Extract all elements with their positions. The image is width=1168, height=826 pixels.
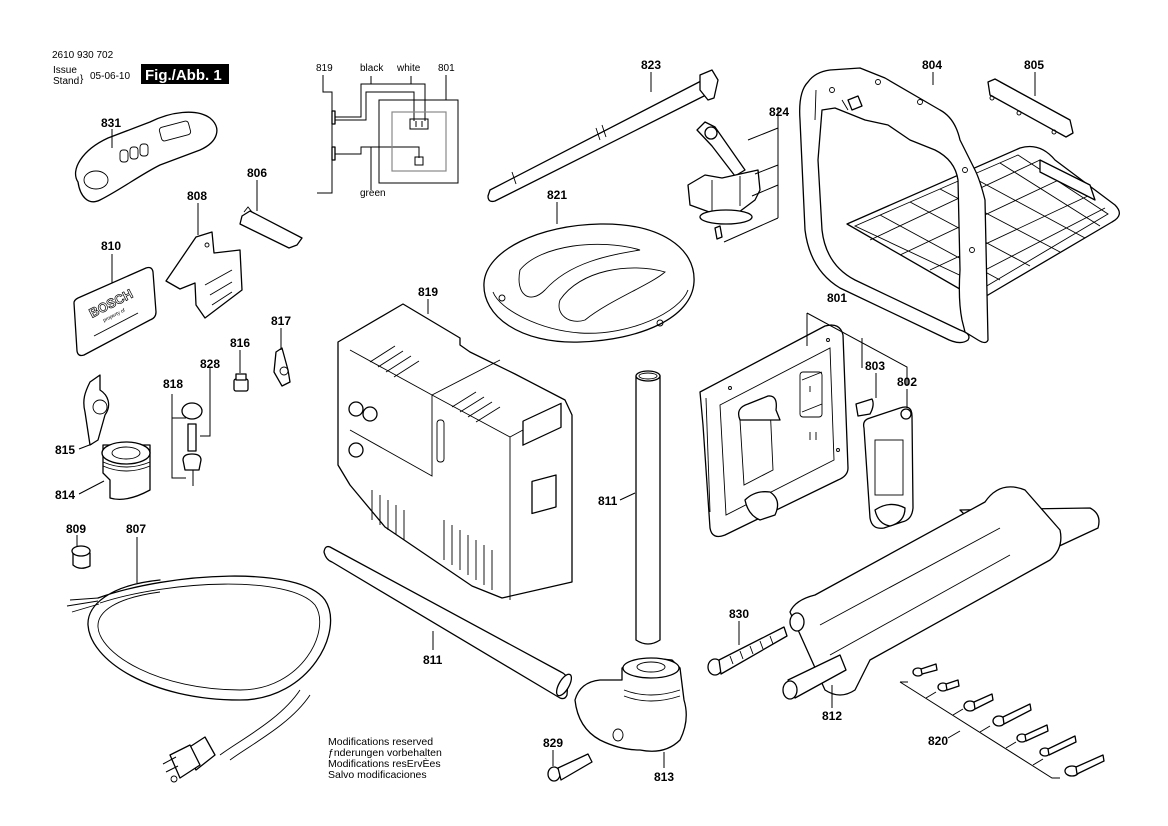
part-823-antenna-mast[interactable]: 823 — [487, 58, 719, 203]
figure-label-box — [141, 64, 229, 84]
part-820-screw-set[interactable]: 820 — [899, 663, 1105, 779]
part-label-803: 803 — [865, 359, 885, 373]
issue-date: 05-06-10 — [90, 71, 130, 82]
part-label-817: 817 — [271, 314, 291, 328]
notice-line-es: Salvo modificaciones — [328, 769, 427, 781]
part-806-cover-plate[interactable]: 806 — [239, 166, 303, 249]
part-811-vertical-tube[interactable]: 811 — [598, 370, 661, 645]
receptacle-outline — [378, 99, 459, 184]
part-label-804: 804 — [922, 58, 942, 72]
notice-line-fr: Modifications resErvÈes — [328, 757, 441, 770]
part-829-screw[interactable]: 829 — [543, 736, 593, 782]
part-819-electronics-housing[interactable]: 819 — [337, 285, 573, 600]
part-831-remote-control[interactable]: 831 — [74, 111, 218, 203]
part-label-801: 801 — [827, 291, 847, 305]
terminal-bottom — [331, 146, 336, 161]
part-809-strain-relief[interactable]: 809 — [66, 522, 91, 569]
wiring-label-819: 819 — [316, 63, 333, 74]
brace-glyph: } — [80, 74, 84, 85]
screw-5 — [1016, 724, 1049, 743]
document-number: 2610 930 702 — [52, 50, 114, 61]
part-818-switch[interactable]: 818 — [163, 377, 203, 486]
wiring-label-black: black — [360, 63, 384, 74]
part-label-811-vertical: 811 — [598, 494, 618, 508]
terminal-top — [331, 110, 336, 125]
part-814-socket[interactable]: 814 — [55, 441, 151, 502]
part-label-815: 815 — [55, 443, 75, 457]
receptacle-contacts — [409, 118, 429, 130]
part-label-812: 812 — [822, 709, 842, 723]
issue-label: Issue — [53, 65, 77, 76]
part-label-821: 821 — [547, 188, 567, 202]
part-label-820: 820 — [928, 734, 948, 748]
part-804-handle-frame[interactable]: 804 — [799, 58, 1120, 344]
part-802-cover-flap[interactable]: 802 — [862, 375, 918, 529]
part-label-802: 802 — [897, 375, 917, 389]
part-label-829: 829 — [543, 736, 563, 750]
part-label-807: 807 — [126, 522, 146, 536]
notice-line-de: ƒnderungen vorbehalten — [328, 747, 442, 759]
part-812-handle-assembly[interactable]: 812 — [782, 486, 1100, 723]
document-header: 2610 930 702 Issue Stand } 05-06-10 Fig.… — [52, 50, 229, 87]
figure-label: Fig./Abb. 1 — [145, 67, 222, 84]
notice-line-en: Modifications reserved — [328, 736, 433, 748]
part-label-823: 823 — [641, 58, 661, 72]
part-810-nameplate[interactable]: BOSCH property of 810 — [73, 239, 157, 357]
screw-7 — [1064, 754, 1105, 777]
screw-6 — [1039, 735, 1077, 757]
part-828-pin[interactable]: 828 — [200, 357, 220, 437]
part-821-dome-cover[interactable]: 821 — [483, 188, 695, 343]
receptacle-inner — [391, 111, 447, 172]
part-label-808: 808 — [187, 189, 207, 203]
part-807-power-cord[interactable]: 807 — [66, 522, 332, 783]
part-label-805: 805 — [1024, 58, 1044, 72]
part-label-818: 818 — [163, 377, 183, 391]
screw-4 — [992, 703, 1032, 727]
modifications-notice: Modifications reserved ƒnderungen vorbeh… — [328, 736, 442, 781]
part-label-828: 828 — [200, 357, 220, 371]
screw-1 — [912, 663, 938, 677]
wiring-diagram: 819 black white 801 green — [316, 63, 459, 199]
ground-contact — [414, 156, 424, 166]
wiring-label-green: green — [360, 188, 386, 199]
part-label-824: 824 — [769, 105, 789, 119]
wiring-label-801: 801 — [438, 63, 455, 74]
part-label-813: 813 — [654, 770, 674, 784]
part-813-elbow-joint[interactable]: 813 — [574, 657, 687, 784]
wiring-label-white: white — [396, 63, 421, 74]
part-830-bolt[interactable]: 830 — [707, 607, 788, 676]
stand-label: Stand — [53, 76, 79, 87]
part-label-831: 831 — [101, 116, 121, 130]
part-label-819: 819 — [418, 285, 438, 299]
part-label-810: 810 — [101, 239, 121, 253]
part-label-816: 816 — [230, 336, 250, 350]
screw-3 — [963, 693, 994, 712]
part-805-latch-bar[interactable]: 805 — [987, 58, 1074, 138]
part-824-antenna-mount[interactable]: 824 — [687, 105, 789, 243]
part-label-806: 806 — [247, 166, 267, 180]
part-label-811-horizontal: 811 — [423, 653, 443, 667]
part-811-horizontal-tube[interactable]: 811 — [323, 545, 574, 700]
part-816-nut[interactable]: 816 — [230, 336, 250, 392]
part-817-clip[interactable]: 817 — [271, 314, 291, 387]
part-815-socket-cap[interactable]: 815 — [55, 374, 110, 457]
part-803-label[interactable]: 803 — [855, 359, 885, 417]
screw-2 — [937, 679, 960, 692]
wiring-lines — [317, 75, 459, 194]
part-801-receptacle-panel[interactable]: 801 — [699, 291, 908, 538]
part-label-830: 830 — [729, 607, 749, 621]
part-label-809: 809 — [66, 522, 86, 536]
part-label-814: 814 — [55, 488, 75, 502]
part-808-bracket[interactable]: 808 — [165, 189, 243, 319]
